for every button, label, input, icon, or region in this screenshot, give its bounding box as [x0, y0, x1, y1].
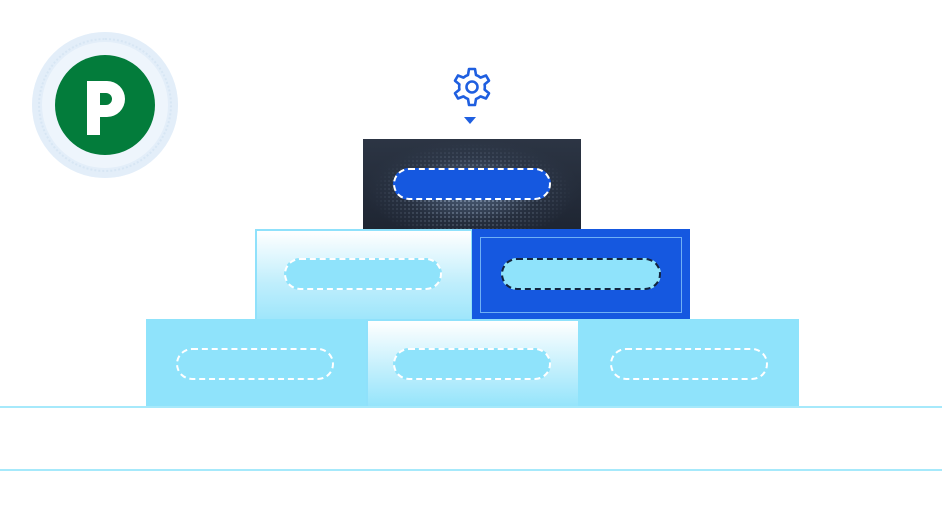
placeholder-slot-middle-right [501, 258, 661, 290]
ground-line-upper [0, 406, 942, 408]
placeholder-slot-bottom-left [176, 348, 334, 380]
placeholder-slot-top [393, 168, 551, 200]
gear-icon[interactable] [449, 64, 495, 110]
placeholder-slot-middle-left [284, 258, 442, 290]
caret-down-icon [464, 117, 476, 124]
placeholder-slot-bottom-middle [393, 348, 551, 380]
ground-line-lower [0, 469, 942, 471]
brand-p-logo-icon [87, 81, 125, 135]
brand-logo [55, 55, 155, 155]
placeholder-slot-bottom-right [610, 348, 768, 380]
